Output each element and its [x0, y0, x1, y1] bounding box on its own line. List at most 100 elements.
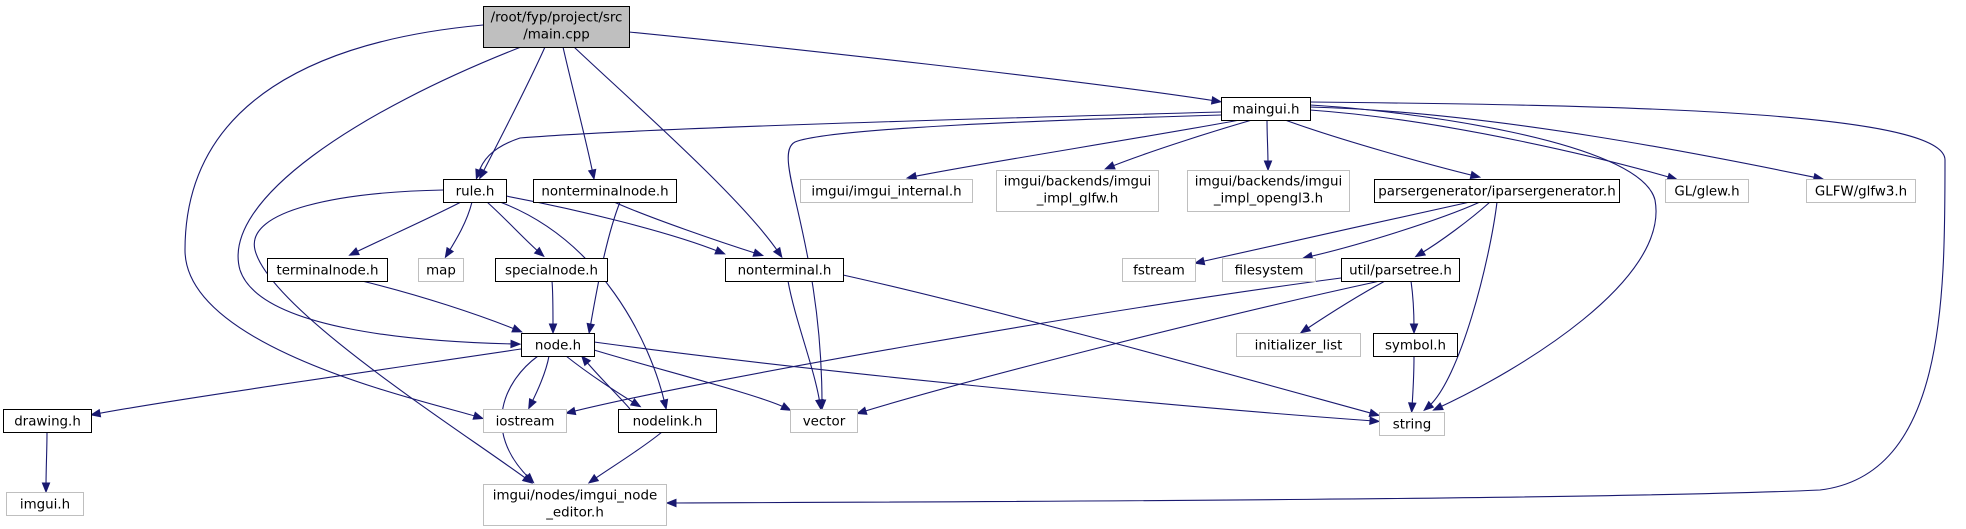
edge-main_cpp-to-rule_h	[479, 46, 546, 180]
arrowhead	[580, 355, 592, 367]
node-vector[interactable]: vector	[790, 409, 858, 433]
edge-rule_h-to-specialnode_h	[486, 201, 545, 258]
edge-maingui_h-to-string	[1309, 104, 1657, 411]
node-nonterminal-h[interactable]: nonterminal.h	[725, 258, 844, 282]
node-node-h[interactable]: node.h	[521, 333, 595, 357]
edge-line	[486, 201, 541, 254]
arrowhead	[1407, 402, 1417, 414]
node-box	[996, 170, 1159, 212]
edge-rule_h-to-map	[444, 201, 473, 259]
arrowhead	[528, 398, 537, 410]
node-label: imgui/backends/imgui	[1195, 175, 1343, 190]
node-label: parsergenerator/iparsergenerator.h	[1378, 185, 1615, 200]
node-box	[1665, 179, 1749, 203]
node-parsetree-h[interactable]: util/parsetree.h	[1341, 258, 1460, 282]
edge-main_cpp-to-nonterminalnode_h	[562, 46, 597, 181]
edge-line	[1266, 119, 1269, 166]
edge-nonterminalnode_h-to-nonterminal_h	[613, 201, 765, 257]
node-glfw3-h[interactable]: GLFW/glfw3.h	[1806, 179, 1916, 203]
node-box	[1236, 333, 1361, 357]
arrowhead	[1193, 256, 1206, 266]
arrowhead	[780, 402, 792, 411]
edge-line	[551, 280, 554, 329]
node-label: drawing.h	[14, 415, 81, 430]
edge-parsetree_h-to-symbol_h	[1409, 280, 1419, 335]
arrowhead	[659, 398, 669, 411]
edge-maingui_h-to-iparsergenerator_h	[1284, 119, 1482, 180]
node-imgui-impl-glfw-h[interactable]: imgui/backends/imgui_impl_glfw.h	[996, 170, 1159, 212]
arrowhead	[1469, 170, 1482, 180]
node-drawing-h[interactable]: drawing.h	[3, 409, 92, 433]
edge-line	[593, 341, 1375, 422]
edge-terminalnode_h-to-node_h	[361, 280, 523, 333]
edge-line	[861, 280, 1381, 413]
arrowhead	[1263, 160, 1273, 172]
node-label: filesystem	[1235, 264, 1304, 279]
edge-line	[584, 359, 631, 410]
edge-line	[1427, 201, 1498, 408]
node-box	[1373, 333, 1458, 357]
node-imgui-node-editor-h[interactable]: imgui/nodes/imgui_node_editor.h	[483, 484, 667, 526]
node-terminalnode-h[interactable]: terminalnode.h	[267, 258, 388, 282]
node-iostream[interactable]: iostream	[483, 409, 567, 433]
edge-drawing_h-to-imgui_h	[41, 431, 51, 494]
node-glew-h[interactable]: GL/glew.h	[1665, 179, 1749, 203]
edge-rule_h-to-nodelink_h	[499, 201, 669, 411]
node-box	[483, 409, 567, 433]
node-iparsergenerator-h[interactable]: parsergenerator/iparsergenerator.h	[1374, 179, 1620, 203]
node-main-cpp[interactable]: /root/fyp/project/src/main.cpp	[483, 6, 630, 48]
arrowhead	[1432, 402, 1444, 411]
edge-line	[671, 101, 1946, 504]
node-box	[1374, 179, 1620, 203]
edge-rule_h-to-terminalnode_h	[348, 201, 462, 256]
node-box	[1187, 170, 1350, 212]
node-fstream[interactable]: fstream	[1122, 258, 1196, 282]
edge-maingui_h-to-glfw3_h	[1309, 106, 1825, 182]
arrowhead	[1368, 408, 1381, 417]
edge-iparsergenerator_h-to-parsetree_h	[1414, 201, 1491, 258]
node-label: specialnode.h	[505, 264, 598, 279]
node-nonterminalnode-h[interactable]: nonterminalnode.h	[533, 179, 677, 203]
edge-main_cpp-to-iostream	[184, 24, 485, 420]
arrowhead	[475, 168, 484, 181]
node-maingui-h[interactable]: maingui.h	[1221, 97, 1311, 121]
node-nodelink-h[interactable]: nodelink.h	[618, 409, 717, 433]
edge-node_h-to-imgui_node_editor_h	[501, 355, 539, 484]
edge-maingui_h-to-imgui_internal_h	[905, 119, 1241, 181]
node-box	[418, 258, 464, 282]
arrowhead	[815, 398, 824, 411]
node-label: string	[1393, 418, 1431, 433]
node-imgui-internal-h[interactable]: imgui/imgui_internal.h	[800, 179, 973, 203]
node-map[interactable]: map	[418, 258, 464, 282]
node-label: nonterminalnode.h	[541, 185, 668, 200]
node-symbol-h[interactable]: symbol.h	[1373, 333, 1458, 357]
edge-line	[628, 31, 1217, 102]
edge-node_h-to-string	[593, 341, 1381, 426]
node-imgui-impl-opengl3-h[interactable]: imgui/backends/imgui_impl_opengl3.h	[1187, 170, 1350, 212]
edge-line	[562, 46, 594, 175]
edge-line	[237, 46, 522, 345]
node-filesystem[interactable]: filesystem	[1222, 258, 1316, 282]
node-box	[1122, 258, 1196, 282]
node-rule-h[interactable]: rule.h	[443, 179, 507, 203]
node-imgui-h[interactable]: imgui.h	[6, 492, 84, 516]
arrowhead	[1369, 416, 1381, 426]
node-specialnode-h[interactable]: specialnode.h	[495, 258, 608, 282]
node-initializer-list[interactable]: initializer_list	[1236, 333, 1361, 357]
node-string[interactable]: string	[1379, 412, 1445, 436]
edge-line	[499, 201, 666, 405]
node-box	[267, 258, 388, 282]
edge-main_cpp-to-maingui_h	[628, 31, 1223, 105]
arrowhead	[772, 246, 783, 259]
node-box	[533, 179, 677, 203]
node-box	[1341, 258, 1460, 282]
node-label: /main.cpp	[523, 28, 590, 43]
node-label: GLFW/glfw3.h	[1815, 185, 1907, 200]
node-box	[790, 409, 858, 433]
edge-line	[911, 119, 1241, 178]
edge-maingui_h-to-glew_h	[1309, 109, 1679, 181]
edge-line	[361, 280, 518, 331]
edge-node_h-to-drawing_h	[89, 348, 522, 418]
arrowhead	[444, 246, 455, 259]
edge-node_h-to-iostream	[528, 355, 550, 410]
